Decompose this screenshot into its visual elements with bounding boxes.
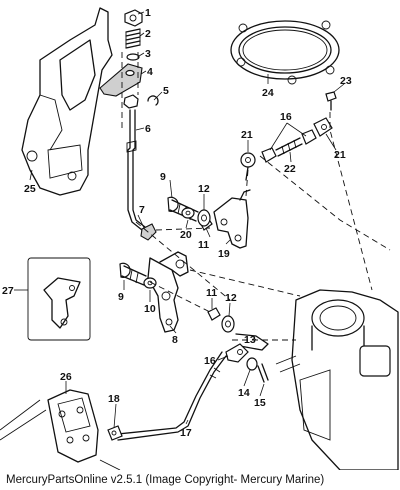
block-4[interactable] bbox=[99, 63, 143, 97]
callout-24: 24 bbox=[262, 87, 274, 99]
clip-7[interactable] bbox=[140, 223, 157, 241]
callout-26: 26 bbox=[60, 371, 72, 383]
rod-end-16-lower[interactable] bbox=[225, 343, 249, 363]
spacer-12-lower[interactable] bbox=[221, 315, 235, 333]
rod-end-21-right[interactable] bbox=[313, 117, 333, 137]
screw-23[interactable] bbox=[325, 91, 337, 111]
callout-labels: 1 2 3 4 5 6 7 8 9 9 10 11 11 12 12 13 14… bbox=[2, 7, 352, 439]
shift-lever-8[interactable] bbox=[147, 251, 189, 333]
rod-end-21-left[interactable] bbox=[240, 152, 256, 181]
reference-lines bbox=[121, 52, 391, 341]
spacer-12-upper[interactable] bbox=[197, 209, 211, 227]
callout-17: 17 bbox=[180, 427, 192, 439]
callout-8: 8 bbox=[172, 334, 178, 346]
cotter-pin-15[interactable] bbox=[257, 363, 269, 383]
transom-bracket-26[interactable] bbox=[0, 389, 121, 470]
callout-22: 22 bbox=[284, 163, 296, 175]
engine-housing bbox=[275, 289, 399, 470]
callout-2: 2 bbox=[145, 28, 151, 40]
bolt-9-upper[interactable] bbox=[167, 196, 199, 222]
callout-6: 6 bbox=[145, 123, 151, 135]
callout-21-right: 21 bbox=[334, 149, 346, 161]
callout-4: 4 bbox=[147, 66, 153, 78]
callout-12-lower: 12 bbox=[225, 292, 237, 304]
ring-gasket-24[interactable] bbox=[230, 20, 340, 85]
callout-10: 10 bbox=[144, 303, 156, 315]
callout-16-upper: 16 bbox=[280, 111, 292, 123]
callout-11-upper: 11 bbox=[198, 239, 209, 251]
nut-16-right[interactable] bbox=[301, 129, 317, 145]
callout-7: 7 bbox=[139, 204, 145, 216]
image-copyright-caption: MercuryPartsOnline v2.5.1 (Image Copyrig… bbox=[6, 474, 325, 486]
callout-25: 25 bbox=[24, 183, 36, 195]
callout-14: 14 bbox=[238, 387, 250, 399]
callout-13: 13 bbox=[244, 334, 256, 346]
washer-nut-5[interactable] bbox=[123, 94, 159, 109]
washer-20[interactable] bbox=[181, 207, 195, 219]
callout-1: 1 bbox=[145, 7, 151, 19]
washer-14[interactable] bbox=[246, 357, 258, 371]
bushing-11-lower[interactable] bbox=[207, 307, 221, 321]
clip-18[interactable] bbox=[107, 425, 123, 441]
mounting-bracket-25[interactable] bbox=[21, 7, 113, 196]
callout-12-upper: 12 bbox=[198, 183, 210, 195]
inset-plate-27[interactable] bbox=[27, 257, 91, 341]
shift-cable-17[interactable] bbox=[117, 351, 227, 441]
callout-5: 5 bbox=[163, 85, 169, 97]
spring-2[interactable] bbox=[125, 28, 141, 49]
nut-16-left[interactable] bbox=[261, 147, 277, 163]
callout-18: 18 bbox=[108, 393, 120, 405]
callout-9-upper: 9 bbox=[160, 171, 166, 183]
callout-23: 23 bbox=[340, 75, 352, 87]
callout-21-upper: 21 bbox=[241, 129, 253, 141]
callout-27: 27 bbox=[2, 285, 14, 297]
callout-19: 19 bbox=[218, 248, 230, 260]
cable-bracket-13[interactable] bbox=[235, 333, 269, 351]
callout-16-lower: 16 bbox=[204, 355, 216, 367]
nut-1[interactable] bbox=[124, 9, 143, 27]
callout-3: 3 bbox=[145, 48, 151, 60]
bolt-9-lower[interactable] bbox=[119, 262, 147, 286]
callout-15: 15 bbox=[254, 397, 266, 409]
threaded-rod-22[interactable] bbox=[275, 137, 303, 157]
callout-9-lower: 9 bbox=[118, 291, 124, 303]
callout-11-lower: 11 bbox=[206, 287, 217, 299]
callout-20: 20 bbox=[180, 229, 192, 241]
parts-exploded-diagram: 1 2 3 4 5 6 7 8 9 9 10 11 11 12 12 13 14… bbox=[0, 7, 399, 470]
washer-3[interactable] bbox=[126, 53, 140, 61]
leader-lines bbox=[14, 11, 345, 429]
bracket-arm-19[interactable] bbox=[213, 189, 251, 249]
washer-10[interactable] bbox=[143, 277, 157, 289]
